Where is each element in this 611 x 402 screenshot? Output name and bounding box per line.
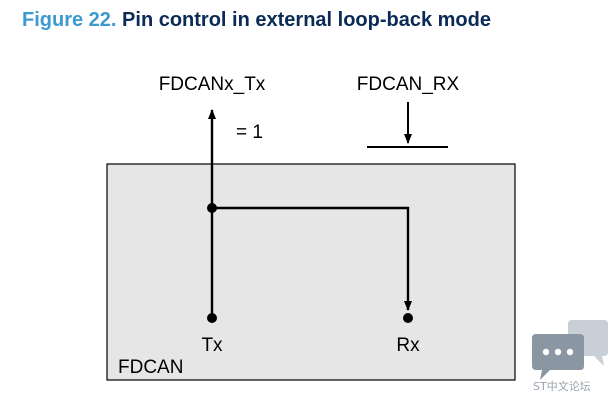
tx-port-label: Tx <box>201 335 223 356</box>
rx-pin-label: FDCAN_RX <box>357 74 460 95</box>
tx-pin-dot <box>207 313 217 323</box>
fdcan-block <box>106 163 516 381</box>
chat-bubbles-icon <box>532 320 608 380</box>
block-label: FDCAN <box>118 357 183 378</box>
tx-level-label: = 1 <box>236 122 263 143</box>
figure-number: Figure 22. <box>22 9 117 31</box>
loopback-path <box>212 206 412 311</box>
rx-port-label: Rx <box>396 335 420 356</box>
watermark-text: ST中文论坛 <box>533 380 591 393</box>
junction-dot <box>207 203 217 213</box>
rx-pin-dot <box>403 313 413 323</box>
figure-caption: Pin control in external loop-back mode <box>122 9 491 31</box>
tx-pin-label: FDCANx_Tx <box>159 74 266 95</box>
figure-title: Figure 22. Pin control in external loop-… <box>22 8 491 32</box>
